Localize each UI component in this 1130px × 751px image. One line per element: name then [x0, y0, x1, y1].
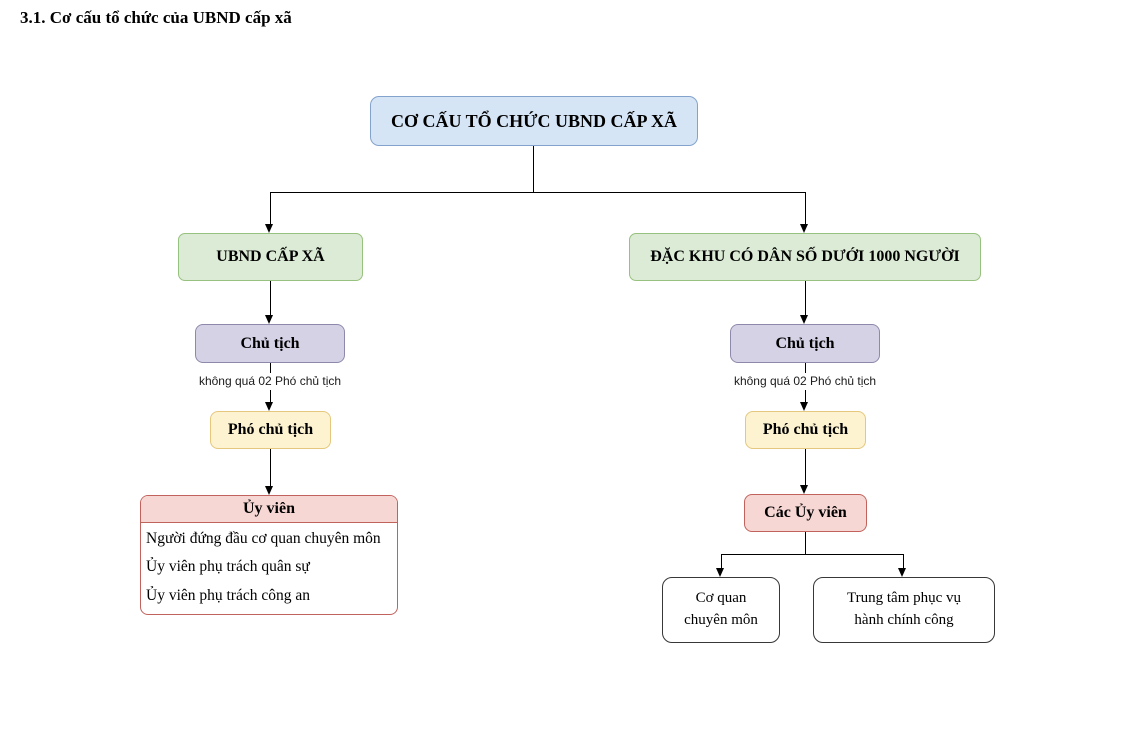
- connector-right-note-top: [805, 363, 806, 373]
- arrowhead-left-members: [265, 486, 273, 495]
- node-vice-chairman-left: Phó chủ tịch: [210, 411, 331, 449]
- connector-left-note-bottom: [270, 390, 271, 402]
- node-cac-uy-vien: Các Ủy viên: [744, 494, 867, 532]
- node-members-header: Ủy viên: [141, 496, 397, 523]
- node-dac-khu: ĐẶC KHU CÓ DÂN SỐ DƯỚI 1000 NGƯỜI: [629, 233, 981, 281]
- connector-left-note-top: [270, 363, 271, 373]
- node-co-quan-chuyen-mon: Cơ quan chuyên môn: [662, 577, 780, 643]
- connector-root-stem: [533, 146, 534, 192]
- arrowhead-left-branch: [265, 224, 273, 233]
- connector-right-drop: [805, 192, 806, 224]
- members-list: Người đứng đầu cơ quan chuyên môn Ủy viê…: [141, 523, 397, 614]
- section-heading: 3.1. Cơ cấu tổ chức của UBND cấp xã: [20, 8, 292, 27]
- connector-left-green-chairman: [270, 281, 271, 315]
- connector-right-members: [805, 449, 806, 485]
- arrowhead-child1: [716, 568, 724, 577]
- arrowhead-child2: [898, 568, 906, 577]
- edge-note-left: không quá 02 Phó chủ tịch: [198, 374, 342, 388]
- connector-members-stem: [805, 532, 806, 554]
- arrowhead-right-branch: [800, 224, 808, 233]
- connector-right-note-bottom: [805, 390, 806, 402]
- edge-note-right: không quá 02 Phó chủ tịch: [733, 374, 877, 388]
- node-chairman-right: Chủ tịch: [730, 324, 880, 363]
- members-item: Ủy viên phụ trách công an: [146, 586, 310, 604]
- connector-members-split: [721, 554, 903, 555]
- arrowhead-left-vice: [265, 402, 273, 411]
- connector-left-members: [270, 449, 271, 486]
- node-members-group: Ủy viên Người đứng đầu cơ quan chuyên mô…: [140, 495, 398, 615]
- connector-root-split: [270, 192, 806, 193]
- connector-child1-drop: [721, 554, 722, 568]
- arrowhead-right-members: [800, 485, 808, 494]
- node-ubnd-cap-xa: UBND CẤP XÃ: [178, 233, 363, 281]
- node-trung-tam-hanh-chinh-cong: Trung tâm phục vụ hành chính công: [813, 577, 995, 643]
- connector-child2-drop: [903, 554, 904, 568]
- node-vice-chairman-right: Phó chủ tịch: [745, 411, 866, 449]
- connector-right-green-chairman: [805, 281, 806, 315]
- node-root: CƠ CẤU TỔ CHỨC UBND CẤP XÃ: [370, 96, 698, 146]
- connector-left-drop: [270, 192, 271, 224]
- members-item: Ủy viên phụ trách quân sự: [146, 558, 310, 576]
- arrowhead-left-chairman: [265, 315, 273, 324]
- arrowhead-right-chairman: [800, 315, 808, 324]
- members-item: Người đứng đầu cơ quan chuyên môn: [146, 529, 381, 547]
- node-chairman-left: Chủ tịch: [195, 324, 345, 363]
- arrowhead-right-vice: [800, 402, 808, 411]
